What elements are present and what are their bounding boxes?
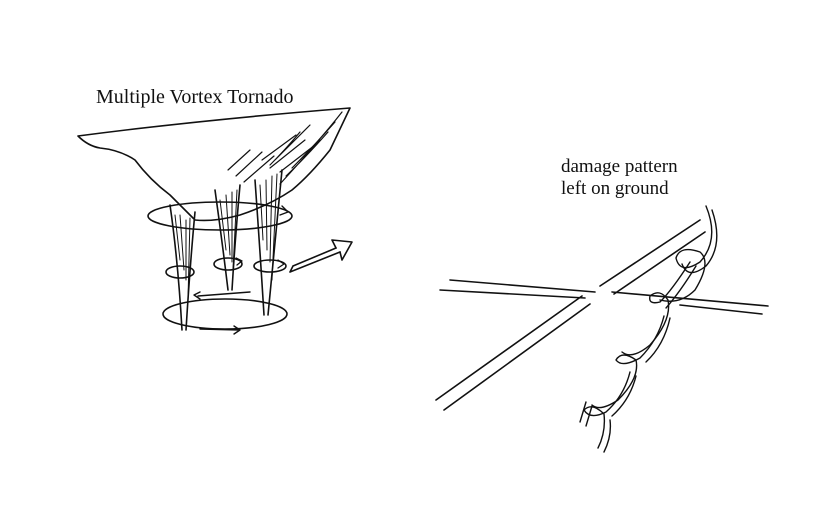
vortex-right — [254, 169, 283, 316]
road-intersection — [435, 219, 769, 411]
rotation-ring-left — [165, 265, 195, 279]
damage-caption-line1: damage pattern — [561, 156, 678, 177]
tornado-title: Multiple Vortex Tornado — [96, 86, 294, 108]
vortex-middle — [214, 184, 241, 291]
rotation-ring-upper — [147, 201, 293, 231]
cycloidal-damage-marks — [579, 205, 718, 453]
vortex-left — [169, 204, 196, 331]
damage-caption-line2: left on ground — [561, 178, 669, 199]
motion-arrow-icon — [289, 239, 353, 273]
rotation-ring-middle — [213, 257, 243, 271]
rotation-ring-right — [253, 259, 287, 273]
tornado-funnel-drawing — [77, 107, 351, 335]
